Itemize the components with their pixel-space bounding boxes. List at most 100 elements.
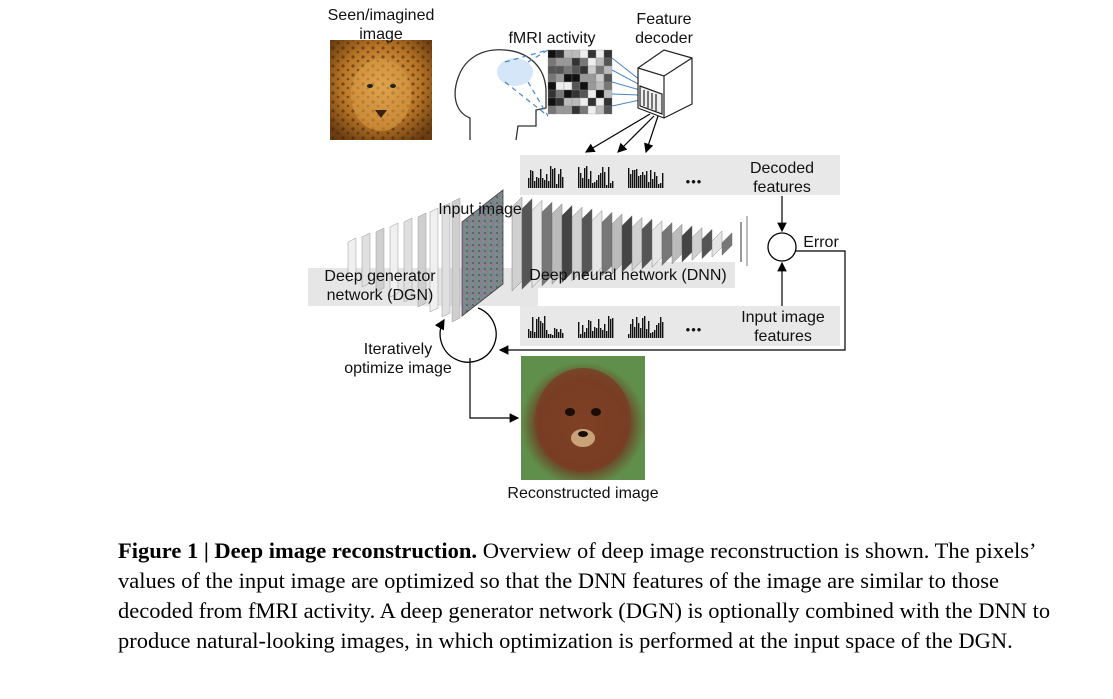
histogram-bar (658, 323, 660, 338)
input-image-noise (461, 189, 504, 317)
dgn-layer (347, 237, 357, 283)
fmri-voxel (563, 57, 573, 67)
histogram-bar (582, 325, 584, 338)
fmri-voxel (603, 97, 613, 107)
caption-title: Figure 1 | Deep image reconstruction. (118, 538, 478, 563)
fmri-voxel (595, 73, 605, 83)
dgn-layer (375, 227, 385, 293)
fmri-voxel (587, 73, 597, 83)
histogram-bar (540, 321, 542, 338)
histogram-bar (636, 317, 638, 338)
fmri-voxel (563, 49, 573, 59)
histogram-bar (600, 328, 602, 338)
fmri-voxel (587, 105, 597, 115)
histogram-bar (634, 327, 636, 338)
fmri-voxel (555, 57, 565, 67)
histogram-bar (606, 185, 608, 188)
histogram-bar (550, 166, 552, 188)
iteratively-label-line2: optimize image (344, 360, 452, 377)
fmri-voxel (595, 81, 605, 91)
feature-decoder-label-line1: Feature (636, 11, 692, 28)
fmri-voxel (579, 89, 589, 99)
histogram-bar (650, 170, 652, 188)
histogram-bar (660, 317, 662, 338)
dgn-layer (361, 232, 371, 288)
histogram-bar (628, 334, 630, 338)
histogram-bar (654, 330, 656, 338)
histogram-bar (602, 330, 604, 338)
histogram-bar (586, 166, 588, 188)
histogram-bar (642, 318, 644, 338)
histogram-bar (600, 173, 602, 188)
histogram-bar (530, 331, 532, 338)
histogram-bar (540, 169, 542, 188)
seen-image-label-line2: image (359, 26, 403, 43)
histogram-bar (580, 334, 582, 338)
fmri-voxel (563, 65, 573, 75)
histogram-bar (562, 177, 564, 188)
dnn-layer (721, 232, 733, 256)
fmri-voxel (571, 65, 581, 75)
seen-image (330, 40, 432, 140)
histogram-bar (558, 174, 560, 188)
histogram-bar (596, 180, 598, 188)
histogram-bar (584, 168, 586, 188)
input-image-features-label: Input image features (733, 308, 833, 346)
histogram-bar (534, 181, 536, 188)
histogram-bar (588, 320, 590, 338)
histogram-bar (556, 329, 558, 338)
dgn-label-line2: network (DGN) (326, 287, 434, 304)
fmri-voxel (579, 105, 589, 115)
histogram-bar (596, 328, 598, 338)
dnn-layer (711, 230, 723, 258)
fmri-voxel (547, 65, 557, 75)
histogram-bar (612, 181, 614, 188)
fmri-voxel (547, 81, 557, 91)
fmri-voxel (571, 81, 581, 91)
fmri-voxel (579, 81, 589, 91)
histogram-bar (552, 335, 554, 338)
dnn-layer (740, 222, 742, 262)
fmri-voxel (603, 49, 613, 59)
fmri-voxel (555, 81, 565, 91)
histogram-bar (594, 182, 596, 188)
histogram-bar (632, 170, 634, 188)
dgn-layer (429, 207, 439, 313)
histogram-bar (590, 171, 592, 188)
fmri-voxel (555, 65, 565, 75)
histogram-bar (528, 178, 530, 188)
histogram-bar (604, 324, 606, 338)
seen-image-label-line1: Seen/imagined (327, 7, 435, 24)
decoded-features-label-line1: Decoded (749, 160, 815, 177)
histogram-bar (630, 324, 632, 338)
to-reconstructed-arrow (469, 358, 520, 423)
fmri-voxel (579, 57, 589, 67)
decoded-features-label-line2: features (753, 179, 811, 196)
histogram-bar (592, 183, 594, 188)
histogram-bar (580, 173, 582, 188)
iteratively-label-line1: Iteratively (363, 341, 433, 358)
fmri-voxel (563, 81, 573, 91)
dgn-layer (389, 222, 399, 298)
fmri-voxel (555, 49, 565, 59)
dnn-layer (651, 220, 663, 268)
histogram-bar (644, 316, 646, 338)
fmri-voxel (595, 105, 605, 115)
fmri-voxel (547, 97, 557, 107)
histogram-bar (638, 176, 640, 188)
reconstructed-label: Reconstructed image (507, 485, 659, 502)
histogram-bar (662, 322, 664, 338)
histogram-bar (578, 167, 580, 188)
histogram-bar (652, 332, 654, 338)
head-silhouette (454, 49, 547, 141)
dnn-layer (671, 223, 683, 265)
histogram-bar (554, 328, 556, 338)
histogram-bar (536, 319, 538, 338)
histogram-bar (606, 331, 608, 338)
histogram-bar (632, 319, 634, 338)
dgn-layer (403, 217, 413, 303)
fmri-voxel (571, 73, 581, 83)
histogram-bar (546, 174, 548, 188)
caption-text: Overview of deep image reconstruction is… (118, 538, 1051, 653)
top-ellipsis: ••• (685, 174, 703, 189)
